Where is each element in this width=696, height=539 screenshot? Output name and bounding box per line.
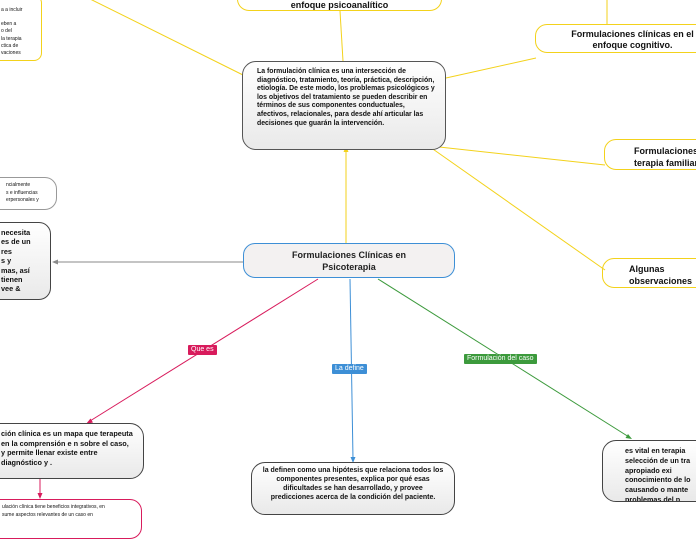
left-top-note-line: eben a <box>1 21 17 28</box>
definition-node[interactable]: La formulación clínica es una intersecci… <box>242 61 446 150</box>
central-topic-title: Formulaciones Clínicas en Psicoterapia <box>291 250 407 272</box>
left-middle-line: mas, así <box>1 265 30 275</box>
left-middle-line: tienen <box>1 275 23 285</box>
left-top-note-line: vaciones <box>1 50 21 57</box>
central-topic-node[interactable]: Formulaciones Clínicas en Psicoterapia <box>243 243 455 278</box>
tag-que-es[interactable]: Que es <box>188 345 217 355</box>
left-middle-line: vee & <box>1 284 21 294</box>
left-top-note-line: o del <box>1 28 12 35</box>
observations-branch-text: Algunas observaciones respecto al enfoqu… <box>629 264 693 286</box>
left-top-note[interactable]: a a incluir eben a o del la terapia ctic… <box>0 0 42 61</box>
left-small-note-line: erpersonales y <box>6 197 39 203</box>
left-small-note-line: s e influencias <box>6 189 38 196</box>
tag-formulacion-del-caso[interactable]: Formulación del caso <box>464 354 537 364</box>
hypothesis-text: la definen como una hipótesis que relaci… <box>262 467 444 501</box>
left-middle-node[interactable]: necesita es de un res s y mas, así tiene… <box>0 222 51 300</box>
benefits-note[interactable]: ulación clínica tiene beneficios integra… <box>0 499 142 539</box>
left-top-note-line: la terapia <box>1 35 22 42</box>
left-top-note-line <box>1 14 41 21</box>
case-formulation-text: es vital en terapia selección de un tra … <box>625 446 691 502</box>
left-small-note[interactable]: ncialmente s e influencias erpersonales … <box>0 177 57 210</box>
left-top-note-line: ctica de <box>1 42 19 49</box>
psychoanalytic-branch-node[interactable]: enfoque psicoanalítico <box>237 0 442 11</box>
family-branch-text: Formulaciones en terapia familiar <box>634 146 696 168</box>
hypothesis-node[interactable]: la definen como una hipótesis que relaci… <box>251 462 455 515</box>
definition-text: La formulación clínica es una intersecci… <box>257 68 435 127</box>
left-middle-line: s y <box>1 256 12 266</box>
tag-la-define[interactable]: La define <box>332 364 367 374</box>
left-small-note-line: ncialmente <box>6 182 31 188</box>
benefits-note-line: ulación clínica tiene beneficios integra… <box>2 504 105 510</box>
left-middle-line: res <box>1 246 12 256</box>
case-formulation-node[interactable]: es vital en terapia selección de un tra … <box>602 440 696 502</box>
benefits-note-line: sume aspectos relevantes de un caso en <box>2 511 93 518</box>
left-middle-line: necesita <box>1 228 31 237</box>
what-is-node[interactable]: ción clínica es un mapa que terapeuta en… <box>0 423 144 479</box>
what-is-text: ción clínica es un mapa que terapeuta en… <box>1 429 133 467</box>
family-branch-node[interactable]: Formulaciones en terapia familiar <box>604 139 696 170</box>
left-top-note-line: a a incluir <box>1 7 23 13</box>
cognitive-branch-text: Formulaciones clínicas en el enfoque cog… <box>571 29 694 50</box>
psychoanalytic-branch-text: enfoque psicoanalítico <box>290 0 389 10</box>
observations-branch-node[interactable]: Algunas observaciones respecto al enfoqu… <box>602 258 696 288</box>
cognitive-branch-node[interactable]: Formulaciones clínicas en el enfoque cog… <box>535 24 696 53</box>
left-middle-line: es de un <box>1 237 31 247</box>
